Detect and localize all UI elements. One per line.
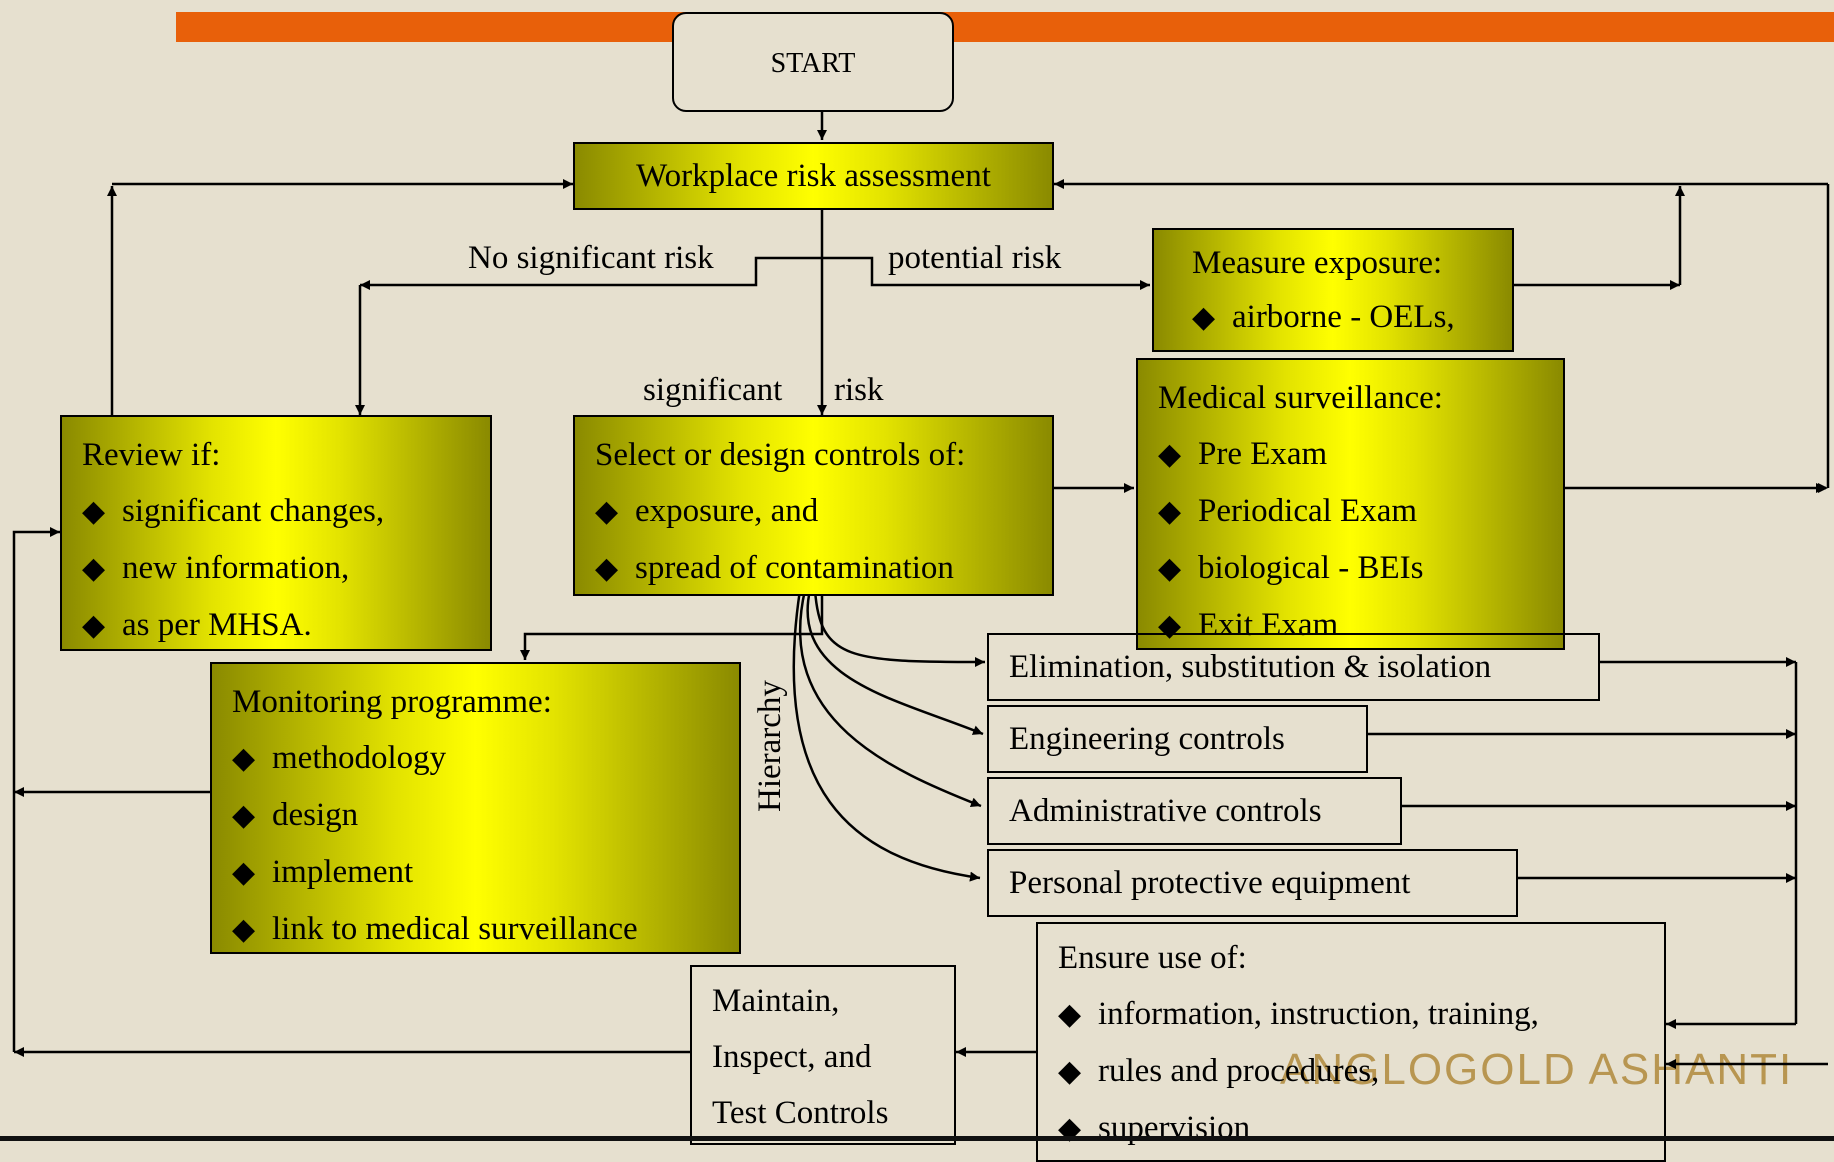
ensure-title: Ensure use of: bbox=[1058, 940, 1247, 976]
measure-exposure-node: Measure exposure: airborne - OELs, bbox=[1152, 228, 1514, 352]
controls-node: Select or design controls of: exposure, … bbox=[573, 415, 1054, 596]
monitoring-node: Monitoring programme: methodology design… bbox=[210, 662, 741, 954]
accent-bar bbox=[176, 12, 1834, 42]
controls-title: Select or design controls of: bbox=[595, 437, 966, 473]
monitoring-item: methodology bbox=[232, 730, 719, 787]
hierarchy-item-ppe: Personal protective equipment bbox=[987, 849, 1518, 917]
ensure-item: information, instruction, training, bbox=[1058, 986, 1644, 1043]
review-node: Review if: significant changes, new info… bbox=[60, 415, 492, 651]
medical-item: biological - BEIs bbox=[1158, 540, 1543, 597]
start-node: START bbox=[672, 12, 954, 112]
no-significant-risk-label: No significant risk bbox=[468, 240, 714, 276]
maintain-line: Inspect, and bbox=[712, 1039, 872, 1075]
hierarchy-item-engineering: Engineering controls bbox=[987, 705, 1368, 773]
risk-assessment-node: Workplace risk assessment bbox=[573, 142, 1054, 210]
maintain-line: Test Controls bbox=[712, 1095, 889, 1131]
review-item: new information, bbox=[82, 540, 470, 597]
maintain-node: Maintain, Inspect, and Test Controls bbox=[690, 965, 956, 1145]
medical-surveillance-node: Medical surveillance: Pre Exam Periodica… bbox=[1136, 358, 1565, 650]
ensure-use-node: Ensure use of: information, instruction,… bbox=[1036, 922, 1666, 1162]
measure-item: airborne - OELs, bbox=[1192, 290, 1474, 345]
monitoring-title: Monitoring programme: bbox=[232, 684, 552, 720]
bottom-divider bbox=[0, 1136, 1834, 1141]
review-title: Review if: bbox=[82, 437, 221, 473]
potential-risk-label: potential risk bbox=[888, 240, 1062, 276]
monitoring-item: design bbox=[232, 787, 719, 844]
review-item: as per MHSA. bbox=[82, 597, 470, 654]
significant-label: significant bbox=[643, 372, 783, 408]
ensure-item: supervision bbox=[1058, 1100, 1644, 1157]
controls-item: spread of contamination bbox=[595, 540, 1032, 597]
hierarchy-item-elimination: Elimination, substitution & isolation bbox=[987, 633, 1600, 701]
hierarchy-label: Hierarchy bbox=[752, 680, 788, 812]
measure-exposure-title: Measure exposure: bbox=[1192, 245, 1443, 281]
review-item: significant changes, bbox=[82, 483, 470, 540]
monitoring-item: implement bbox=[232, 844, 719, 901]
maintain-line: Maintain, bbox=[712, 983, 840, 1019]
hierarchy-item-administrative: Administrative controls bbox=[987, 777, 1402, 845]
risk-label: risk bbox=[834, 372, 884, 408]
medical-item: Periodical Exam bbox=[1158, 483, 1543, 540]
monitoring-item: link to medical surveillance bbox=[232, 901, 719, 958]
medical-surveillance-title: Medical surveillance: bbox=[1158, 380, 1443, 416]
medical-item: Pre Exam bbox=[1158, 426, 1543, 483]
controls-item: exposure, and bbox=[595, 483, 1032, 540]
ensure-item: rules and procedures, bbox=[1058, 1043, 1644, 1100]
medical-item: Exit Exam bbox=[1158, 597, 1543, 654]
